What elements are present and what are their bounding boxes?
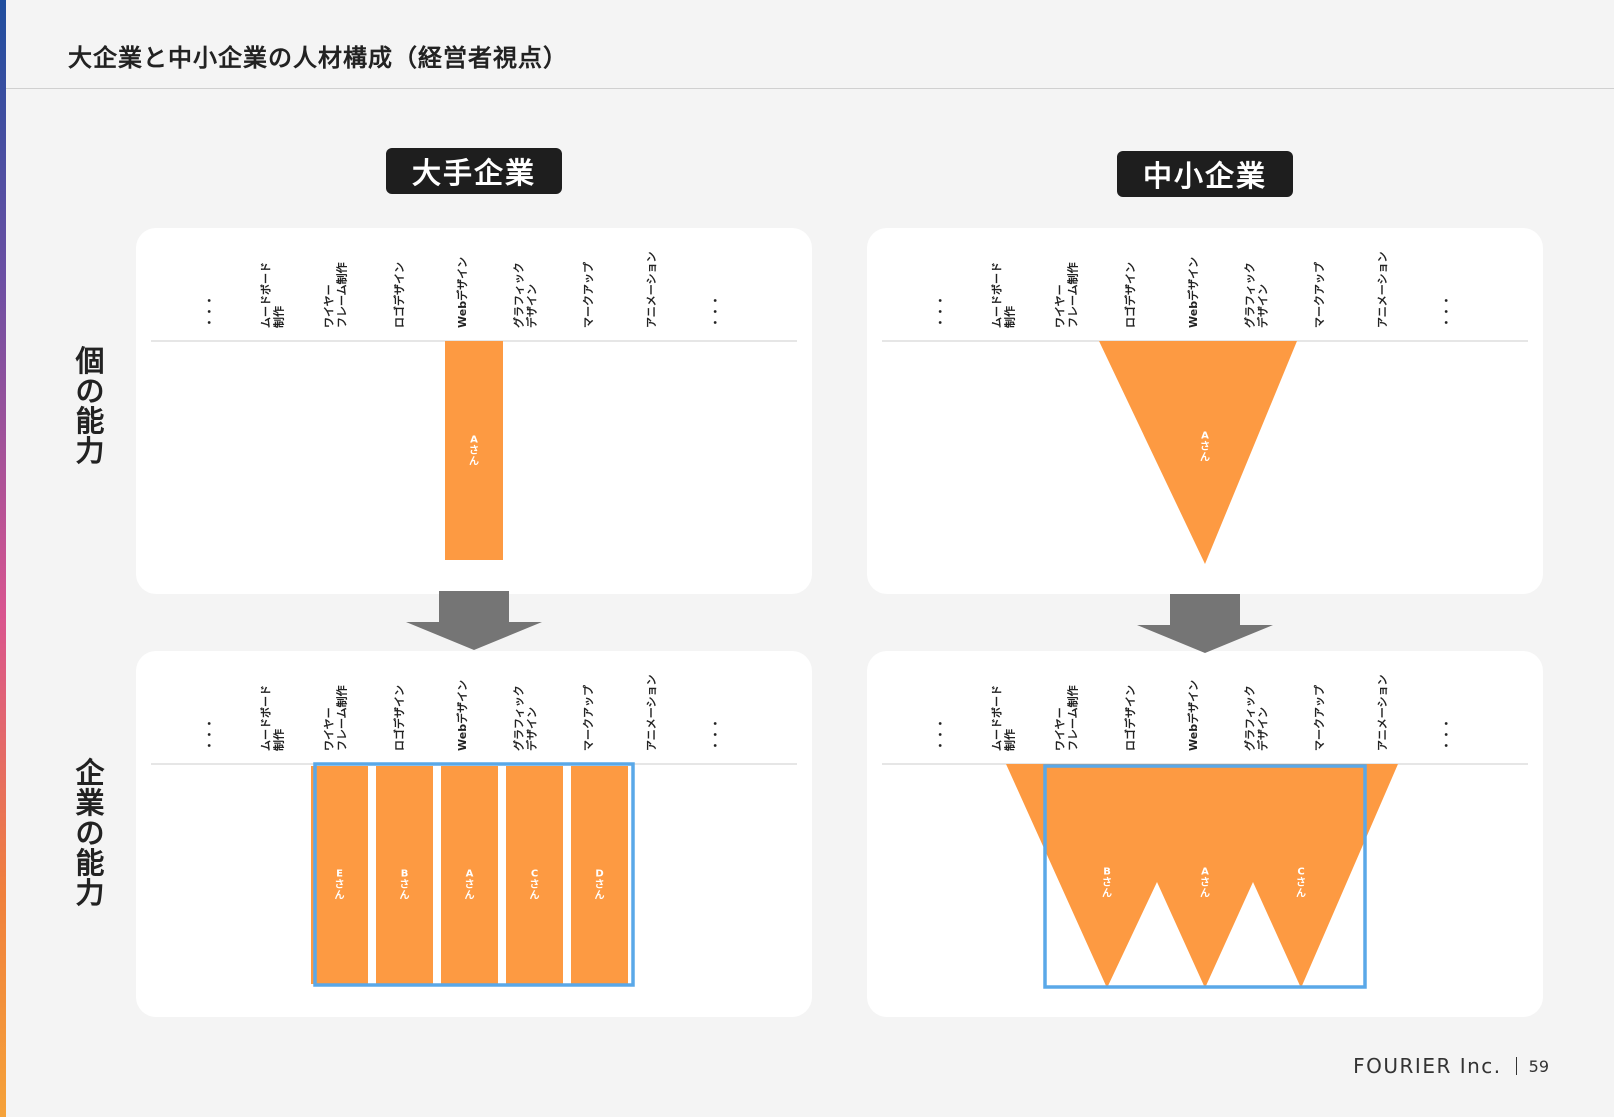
diagram-large-company: ・・・ ムードボード制作 ワイヤーフレーム制作 ロゴデザイン Webデザイン グラフィック… — [136, 651, 812, 1017]
skill-label: Webデザイン — [455, 680, 469, 751]
skill-label: フレーム制作 — [1066, 685, 1080, 751]
skill-label: ロゴデザイン — [392, 685, 406, 751]
skill-label: ロゴデザイン — [1123, 262, 1137, 328]
panel-small-company: ・・・ ムードボード制作 ワイヤーフレーム制作 ロゴデザイン Webデザイン グラフィック… — [867, 651, 1543, 1017]
diagram-large-individual: ・・・ ムードボード制作 ワイヤーフレーム制作 ロゴデザイン Webデザイン グラフィック… — [136, 228, 812, 594]
team-frame — [313, 762, 635, 987]
skill-bar — [571, 766, 628, 984]
skill-triangle — [1099, 341, 1297, 564]
skill-label: ・・・ — [203, 295, 216, 328]
panel-large-individual: ・・・ ムードボード制作 ワイヤーフレーム制作 ロゴデザイン Webデザイン グラフィック… — [136, 228, 812, 594]
skill-label: アニメーション — [1376, 674, 1389, 751]
skill-label: ・・・ — [203, 718, 216, 751]
company-logo-text: FOURIER Inc. — [1353, 1054, 1502, 1078]
skill-label: Webデザイン — [455, 257, 469, 328]
skill-label: ワイヤー — [1054, 707, 1067, 751]
skill-label: デザイン — [525, 284, 539, 328]
skill-label: 制作 — [1003, 306, 1017, 328]
skill-label: ・・・ — [709, 718, 722, 751]
skill-label: マークアップ — [1312, 261, 1326, 328]
down-arrow-small — [1137, 594, 1273, 653]
skill-label: ・・・ — [934, 718, 947, 751]
skill-label: ・・・ — [709, 295, 722, 328]
panel-small-individual: ・・・ ムードボード制作 ワイヤーフレーム制作 ロゴデザイン Webデザイン グラフィック… — [867, 228, 1543, 594]
footer-separator — [1515, 1057, 1517, 1075]
diagram-small-individual: ・・・ ムードボード制作 ワイヤーフレーム制作 ロゴデザイン Webデザイン グラフィック… — [867, 228, 1543, 594]
column-label-small: 中小企業 — [1117, 151, 1293, 197]
skill-bar — [506, 766, 563, 984]
skill-label: マークアップ — [581, 684, 595, 751]
skill-label: ムードボード — [990, 685, 1004, 751]
skill-label: アニメーション — [645, 674, 658, 751]
row-label-individual: 個の能力 — [75, 344, 105, 468]
skill-label: グラフィック — [1243, 262, 1257, 328]
skill-label: グラフィック — [1243, 685, 1257, 751]
skill-label: 制作 — [272, 306, 286, 328]
skill-label: グラフィック — [512, 685, 526, 751]
skill-label: マークアップ — [581, 261, 595, 328]
footer: FOURIER Inc. 59 — [1353, 1054, 1549, 1078]
skill-label: Webデザイン — [1186, 680, 1200, 751]
team-frame — [1043, 764, 1367, 989]
page-number: 59 — [1528, 1056, 1549, 1076]
column-label-large: 大手企業 — [386, 148, 562, 194]
skill-label: ・・・ — [934, 295, 947, 328]
skill-label: ・・・ — [1440, 718, 1453, 751]
skill-label: マークアップ — [1312, 684, 1326, 751]
skill-label: ロゴデザイン — [392, 262, 406, 328]
skill-label: ロゴデザイン — [1123, 685, 1137, 751]
skill-label: ムードボード — [990, 262, 1004, 328]
skill-label: フレーム制作 — [335, 685, 349, 751]
skill-label: フレーム制作 — [1066, 262, 1080, 328]
skill-label: ワイヤー — [1054, 284, 1067, 328]
skill-label: Webデザイン — [1186, 257, 1200, 328]
header-divider — [6, 88, 1614, 89]
skill-label: ワイヤー — [323, 284, 336, 328]
accent-gradient-bar — [0, 0, 6, 1117]
skill-triangles — [1006, 764, 1398, 988]
panel-large-company: ・・・ ムードボード制作 ワイヤーフレーム制作 ロゴデザイン Webデザイン グラフィック… — [136, 651, 812, 1017]
skill-label: 制作 — [272, 729, 286, 751]
skill-label: アニメーション — [1376, 251, 1389, 328]
skill-label: ムードボード — [259, 685, 273, 751]
skill-bar — [376, 766, 433, 984]
page-title: 大企業と中小企業の人材構成（経営者視点） — [68, 44, 568, 72]
skill-label: ・・・ — [1440, 295, 1453, 328]
skill-label: アニメーション — [645, 251, 658, 328]
skill-label: デザイン — [525, 707, 539, 751]
skill-label: デザイン — [1256, 284, 1270, 328]
skill-label: フレーム制作 — [335, 262, 349, 328]
skill-bar — [311, 766, 368, 984]
skill-label: デザイン — [1256, 707, 1270, 751]
skill-bar — [441, 766, 498, 984]
skill-label: グラフィック — [512, 262, 526, 328]
skill-label: ワイヤー — [323, 707, 336, 751]
diagram-small-company: ・・・ ムードボード制作 ワイヤーフレーム制作 ロゴデザイン Webデザイン グラフィック… — [867, 651, 1543, 1017]
skill-label: ムードボード — [259, 262, 273, 328]
down-arrow-large — [406, 591, 542, 650]
row-label-company: 企業の能力 — [75, 756, 105, 910]
skill-bar — [445, 341, 503, 560]
skill-label: 制作 — [1003, 729, 1017, 751]
